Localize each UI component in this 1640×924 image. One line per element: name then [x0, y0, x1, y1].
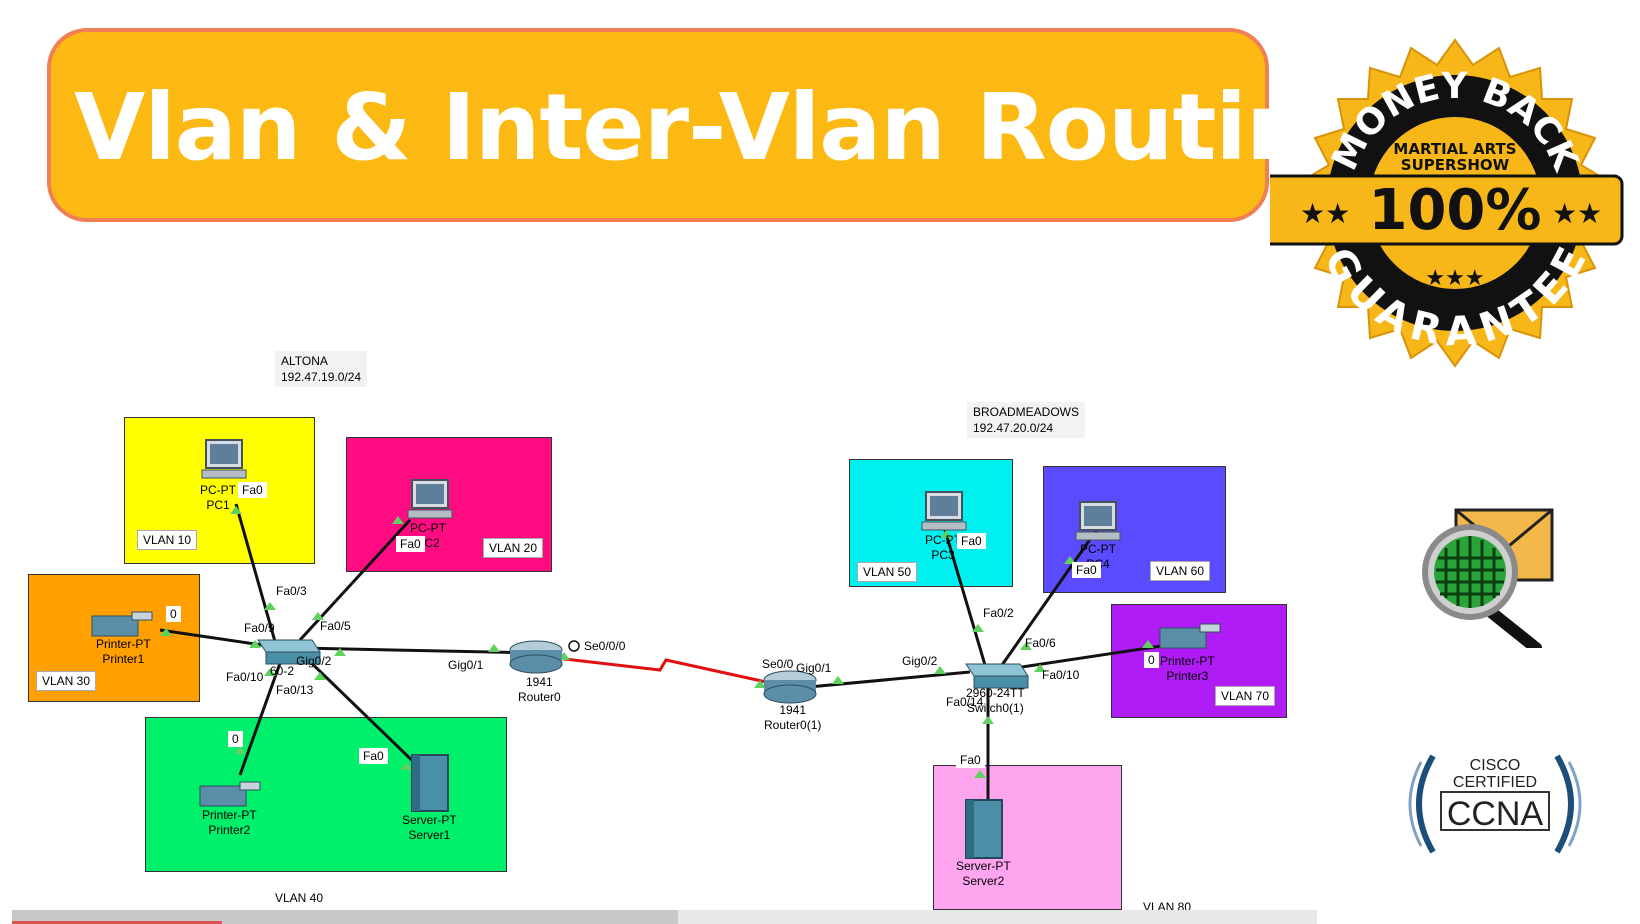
port-fa09: Fa0/9	[244, 621, 275, 635]
router1-icon	[763, 670, 817, 704]
clock-icon	[568, 640, 580, 652]
badge-star-icon-bottom: ★★★	[1425, 265, 1484, 290]
svg-text:CCNA: CCNA	[1447, 795, 1544, 833]
title-banner	[47, 28, 1269, 222]
port-printer2-0: 0	[228, 731, 243, 747]
port-fa014: Fa0/14	[946, 695, 984, 709]
server1-icon	[411, 754, 449, 812]
svg-text:CISCO: CISCO	[1470, 757, 1521, 774]
port-pc3-fa0: Fa0	[957, 533, 986, 549]
port-r0-gig01: Gig0/1	[448, 658, 484, 672]
port-pc1-fa0: Fa0	[238, 482, 267, 498]
badge-percent: 100%	[1368, 178, 1541, 243]
cisco-ccna-logo: CISCO CERTIFIED CCNA	[1408, 754, 1582, 854]
printer1-icon	[91, 611, 153, 637]
badge-star-icon-right: ★★	[1552, 198, 1602, 229]
port-sw1-gig02: Gig0/2	[902, 654, 938, 668]
vlan10-label: VLAN 10	[137, 530, 198, 550]
scrollbar-indicator	[12, 921, 222, 924]
port-printer1-0: 0	[166, 606, 181, 622]
port-fa02: Fa0/2	[983, 606, 1014, 620]
port-fa06: Fa0/6	[1025, 636, 1056, 650]
badge-brand-line1: MARTIAL ARTS	[1393, 140, 1516, 158]
port-se0: Se0/0	[762, 657, 794, 671]
port-printer3-0: 0	[1144, 652, 1159, 668]
vlan70-label: VLAN 70	[1215, 686, 1276, 706]
port-server1-fa0: Fa0	[359, 748, 388, 764]
vlan50-label: VLAN 50	[857, 562, 918, 582]
switch1-icon	[965, 663, 1029, 689]
vlan60-label: VLAN 60	[1150, 561, 1211, 581]
port-server2-fa0: Fa0	[956, 752, 985, 768]
badge-banner	[1270, 174, 1624, 246]
vlan20-label: VLAN 20	[483, 538, 544, 558]
money-back-badge: MONEY BACK GUARANTEE MARTIAL ARTS SUPERS…	[1270, 38, 1624, 368]
port-pc4-fa0: Fa0	[1072, 562, 1101, 578]
vlan80-area	[933, 765, 1122, 910]
simulation-envelope-icon	[1422, 508, 1554, 648]
vlan30-label: VLAN 30	[36, 671, 97, 691]
pc1-icon	[201, 439, 247, 479]
printer2-icon	[199, 781, 261, 807]
pc4-icon	[1075, 501, 1121, 541]
port-se000: Se0/0/0	[584, 639, 626, 653]
switch0-label: 60-2	[270, 664, 295, 678]
svg-text:CERTIFIED: CERTIFIED	[1453, 774, 1537, 791]
page-title: Vlan & Inter-Vlan Routing	[74, 74, 1376, 181]
port-sw1-fa010: Fa0/10	[1042, 668, 1080, 682]
router0-icon	[509, 640, 563, 674]
port-sw0-gig02: Gig0/2	[296, 654, 332, 668]
port-fa05: Fa0/5	[320, 619, 351, 633]
badge-star-icon-left: ★★	[1300, 198, 1350, 229]
port-fa03: Fa0/3	[276, 584, 307, 598]
port-fa013: Fa0/13	[276, 683, 314, 697]
port-r1-gig01: Gig0/1	[796, 661, 832, 675]
pc2-icon	[407, 479, 453, 519]
vlan40-label: VLAN 40	[275, 891, 324, 905]
server2-icon	[965, 799, 1003, 859]
link-status-lights	[160, 506, 1154, 778]
printer3-icon	[1159, 623, 1221, 649]
switch0-icon	[257, 639, 321, 665]
pc3-icon	[921, 491, 967, 531]
port-pc2-fa0: Fa0	[396, 536, 425, 552]
badge-brand-line2: SUPERSHOW	[1401, 156, 1510, 174]
serial-link	[555, 656, 767, 684]
horizontal-scrollbar-thumb[interactable]	[12, 910, 678, 924]
port-fa010: Fa0/10	[226, 670, 264, 684]
